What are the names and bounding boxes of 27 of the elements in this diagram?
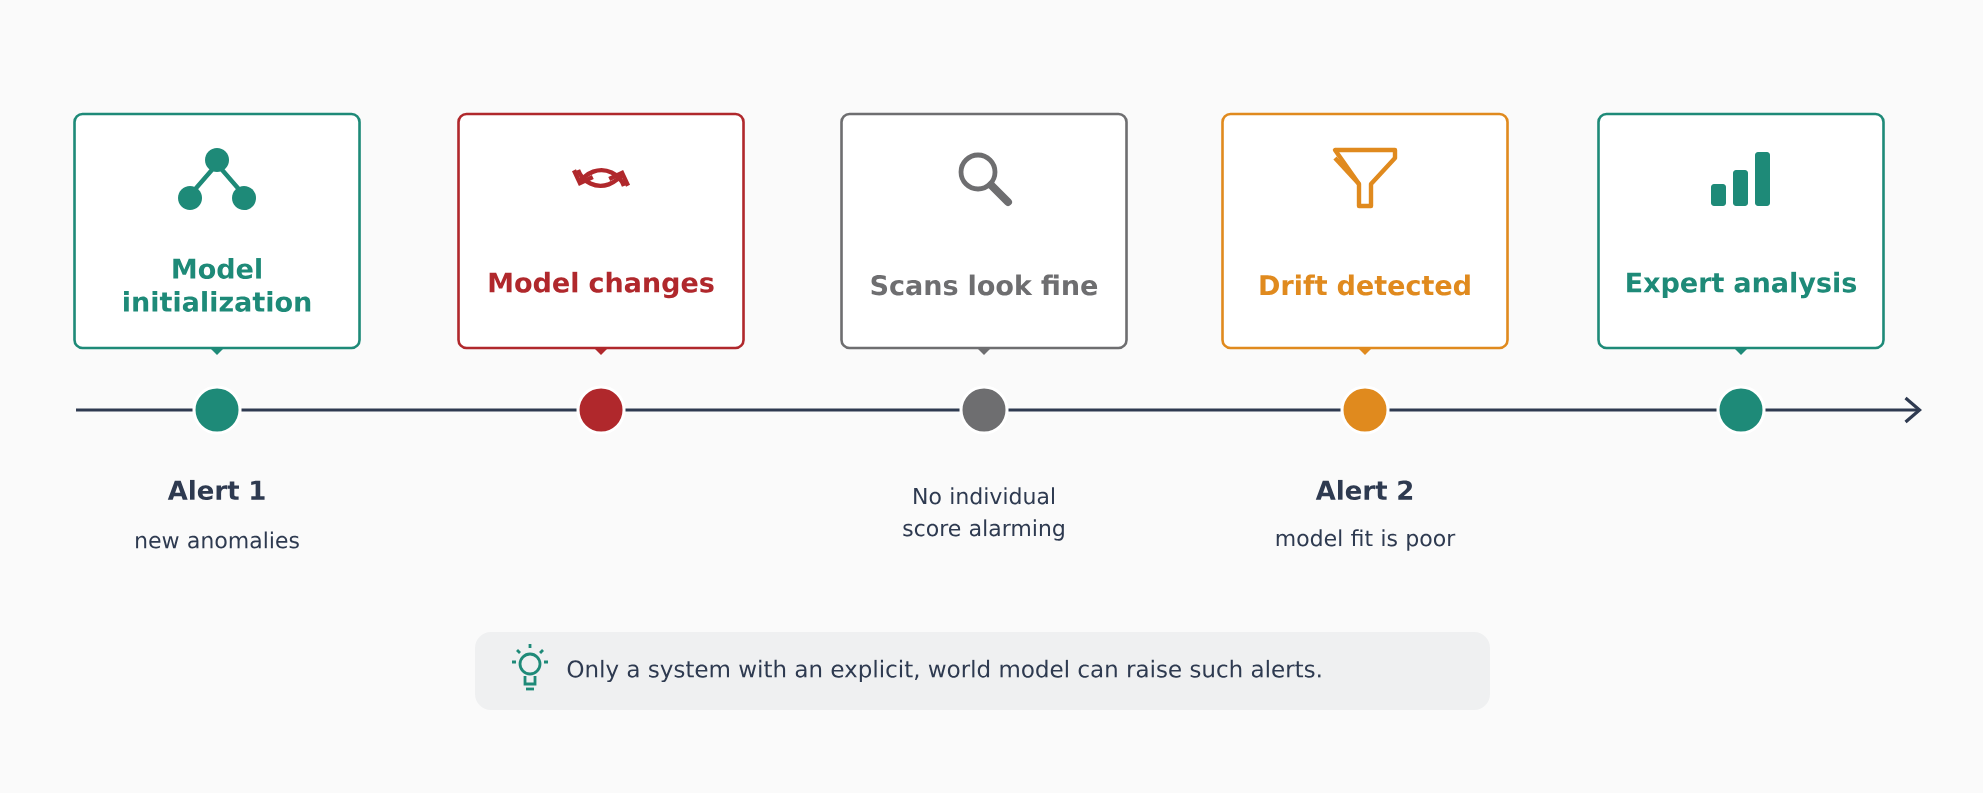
alert-title: Alert 1 (167, 479, 265, 501)
step-title: Scans look fine (871, 274, 1098, 296)
timeline-segment (241, 408, 577, 412)
step-box (1221, 112, 1509, 355)
step-box (457, 112, 745, 355)
alert-title: Alert 2 (1315, 479, 1413, 501)
timeline-segment (76, 408, 193, 412)
step-title: Model initialization (124, 258, 311, 312)
alert-text: model fit is poor (1276, 529, 1456, 551)
step-title: Expert analysis (1627, 271, 1857, 299)
alert-text: No individual score alarming (903, 487, 1064, 541)
timeline-dot (1340, 385, 1390, 435)
step-title: Model changes (489, 271, 714, 299)
step-box (1597, 112, 1885, 355)
step-box (840, 112, 1128, 355)
timeline-dot (959, 385, 1009, 435)
note-text: Only a system with an explicit, world model can raise such alerts. (567, 659, 1321, 683)
step-title: Drift detected (1260, 274, 1470, 296)
step-box (73, 112, 361, 355)
timeline-segment (1008, 408, 1341, 412)
alert-text: new anomalies (136, 531, 299, 549)
timeline-dot (576, 385, 626, 435)
timeline-segment (1389, 408, 1717, 412)
timeline-dot (192, 385, 242, 435)
timeline-segment (625, 408, 960, 412)
timeline-dot (1716, 385, 1766, 435)
timeline-segment (1765, 396, 1922, 424)
